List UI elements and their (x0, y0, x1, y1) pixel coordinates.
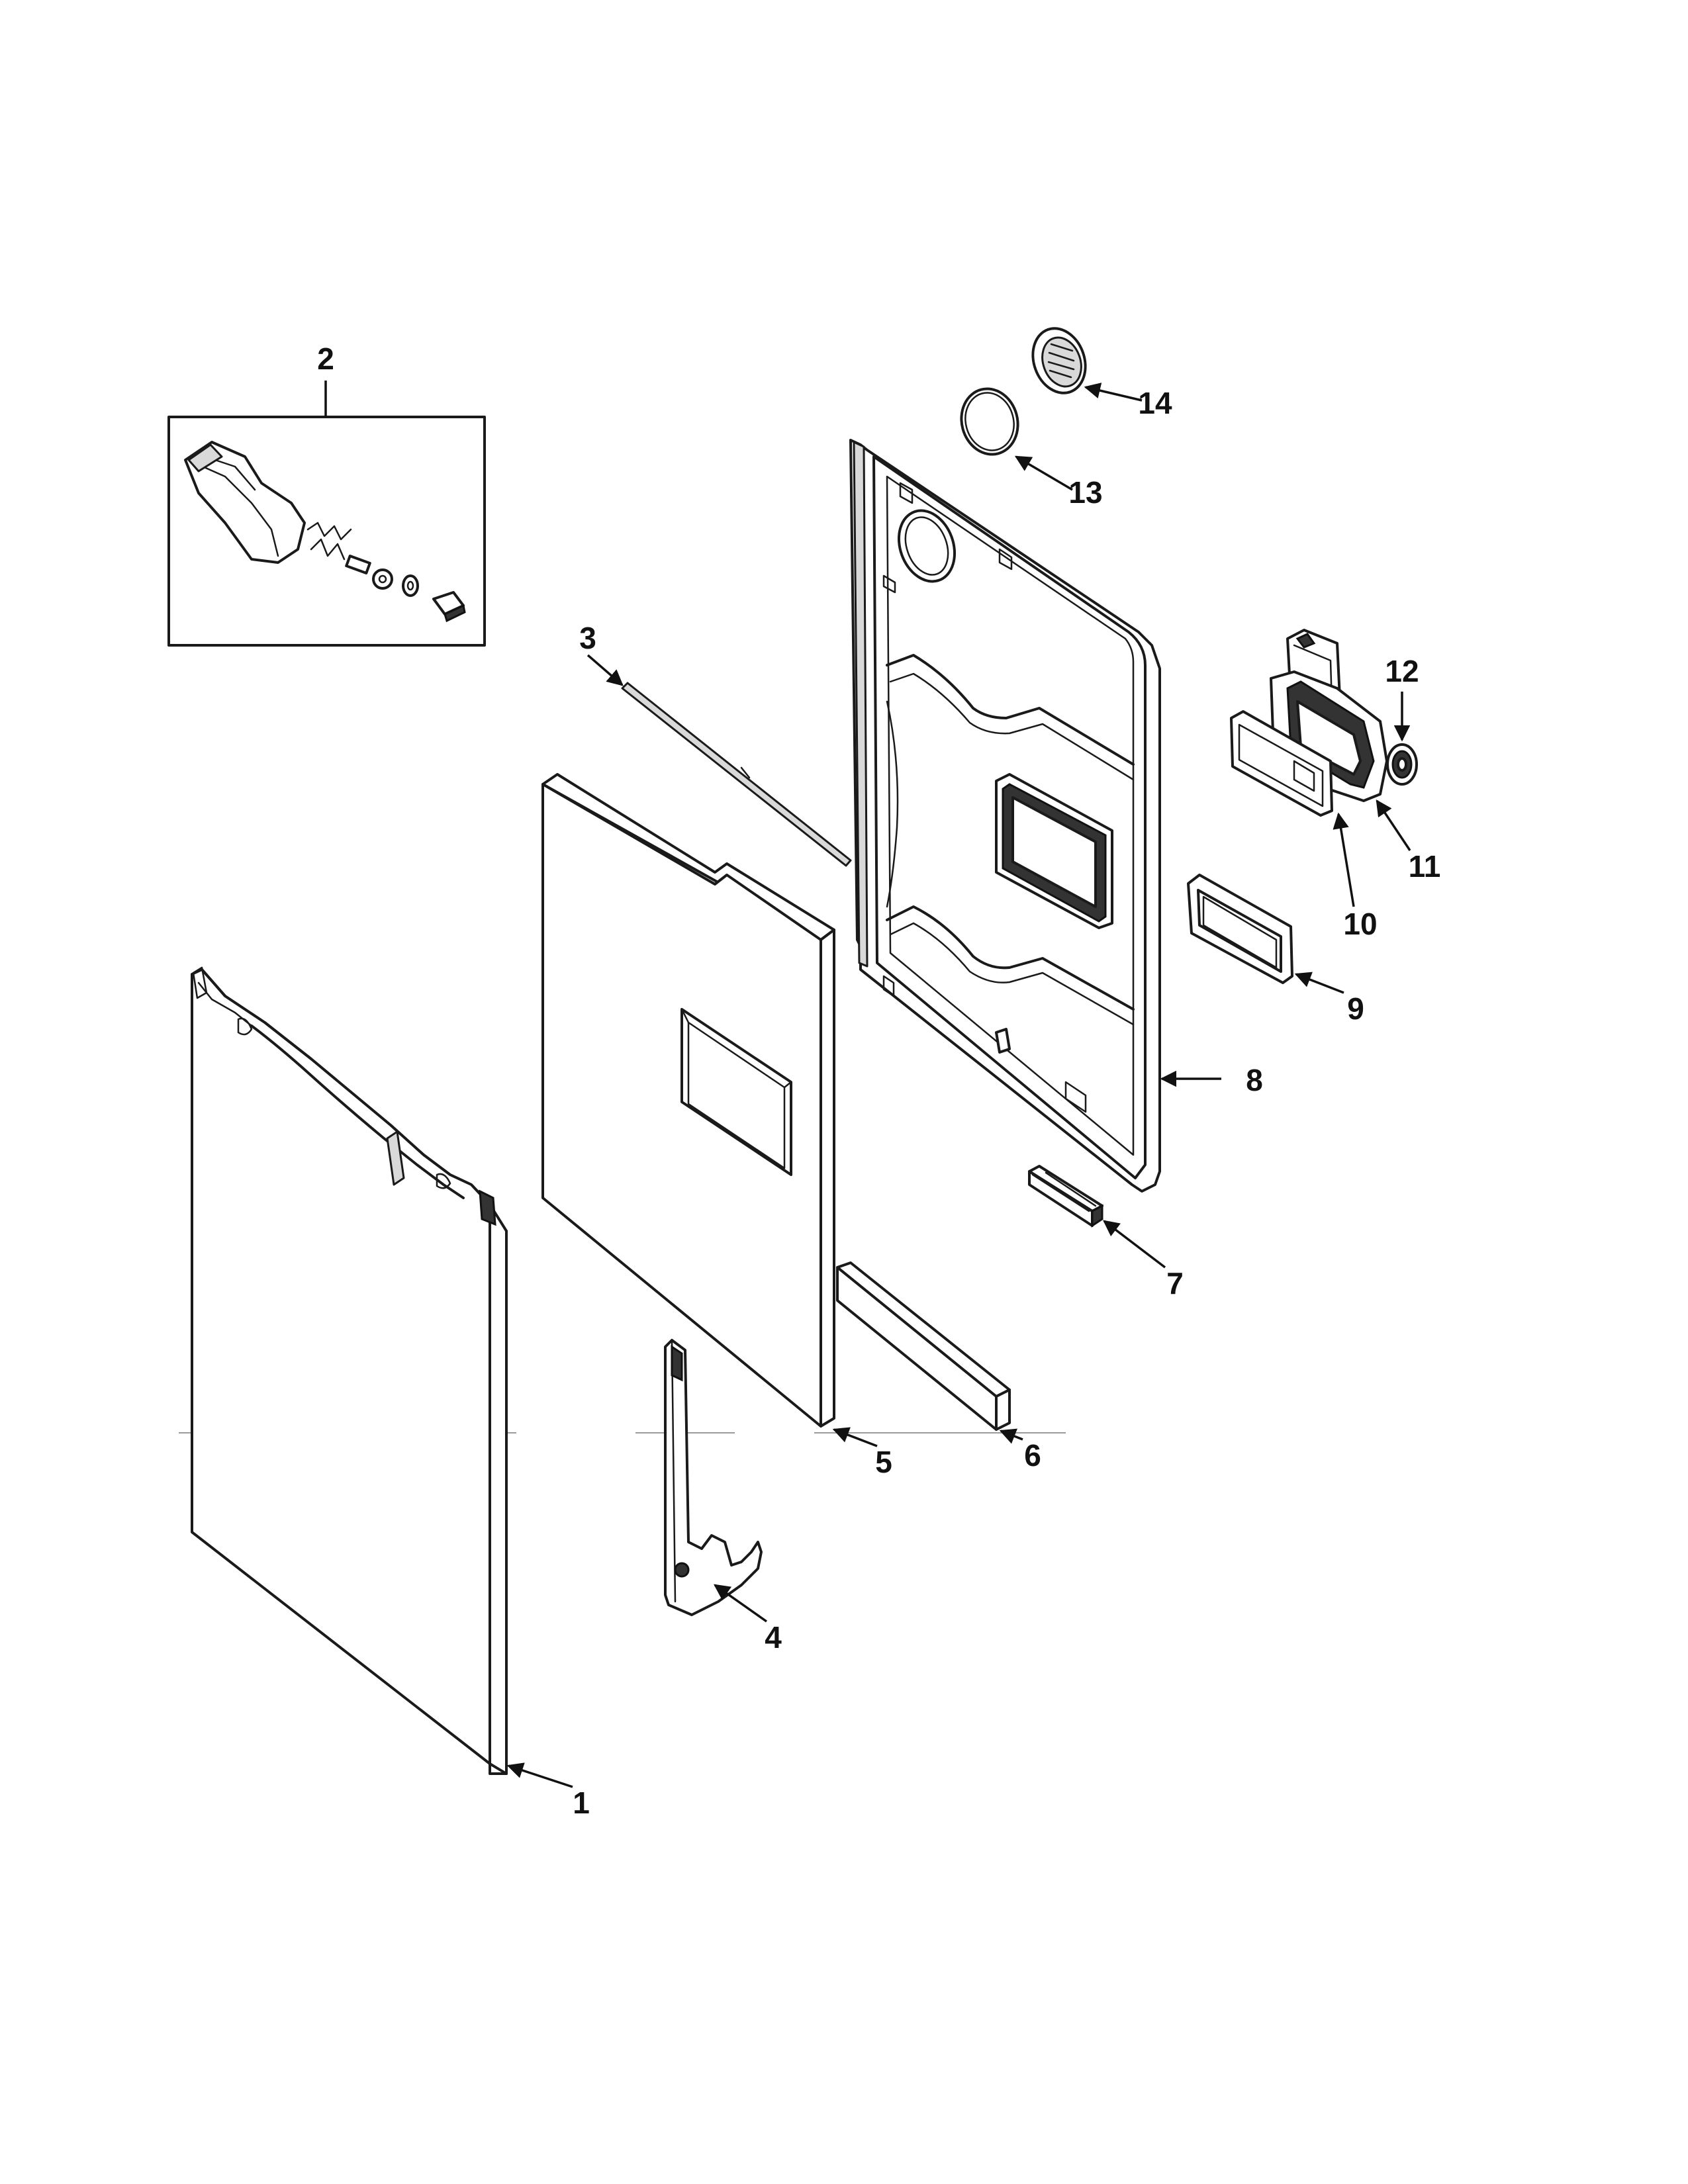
callout-13: 13 (1068, 475, 1102, 510)
part-1-outer-door-panel (191, 966, 573, 1788)
part-8-inner-door (849, 439, 1221, 1193)
part-12-knob (1386, 692, 1418, 786)
part-5-insulation-panel (541, 773, 878, 1447)
callout-8: 8 (1246, 1063, 1263, 1097)
callout-3: 3 (579, 621, 596, 655)
callout-2: 2 (317, 341, 334, 376)
part-14-vent-cap (1031, 327, 1143, 402)
callout-labels: 1 2 3 4 5 6 7 8 9 10 11 12 13 14 (317, 341, 1440, 1820)
callout-4: 4 (765, 1620, 782, 1655)
callout-5: 5 (875, 1445, 892, 1479)
part-10-dispenser (1230, 629, 1411, 907)
callout-14: 14 (1138, 386, 1172, 420)
callout-11: 11 (1409, 849, 1441, 884)
part-2-latch-assembly (167, 381, 486, 647)
part-9-gasket (1187, 874, 1344, 994)
part-6-bottom-strip (836, 1261, 1023, 1444)
part-7-grille (1028, 1165, 1166, 1269)
callout-1: 1 (573, 1786, 590, 1820)
part-4-hinge-bracket (664, 1339, 768, 1623)
callout-12: 12 (1385, 654, 1419, 688)
callout-10: 10 (1343, 907, 1377, 941)
callout-9: 9 (1347, 991, 1364, 1026)
callout-6: 6 (1024, 1438, 1041, 1473)
callout-7: 7 (1166, 1266, 1184, 1300)
part-3-rod (586, 654, 852, 867)
part-13-o-ring (960, 387, 1073, 491)
